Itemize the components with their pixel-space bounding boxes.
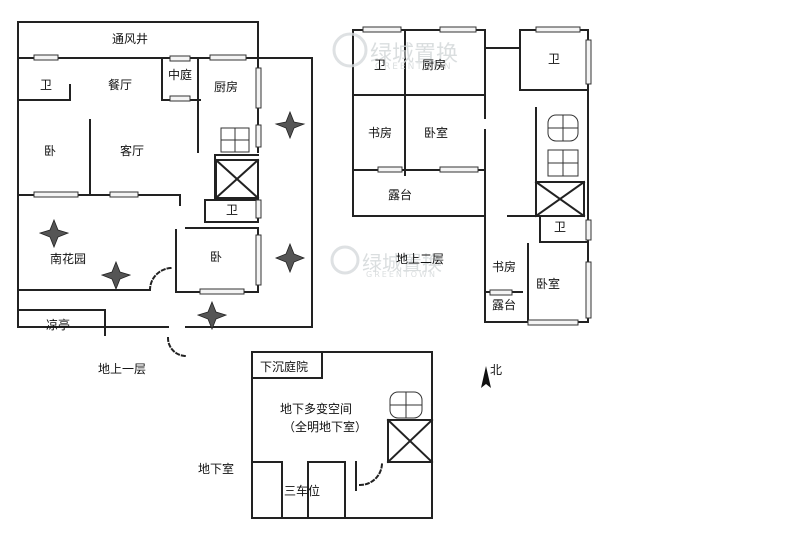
room-bath: 卫 xyxy=(548,52,561,66)
watermark-brand: 绿城置换 xyxy=(370,42,459,67)
room-dining: 餐厅 xyxy=(108,78,133,92)
room-pavilion: 凉亭 xyxy=(46,318,71,332)
room-flex-space: 地下多变空间 xyxy=(280,402,353,416)
floor1-caption: 地上一层 xyxy=(98,362,147,376)
watermark-brand: 绿城置换 xyxy=(362,251,442,275)
basement-walls xyxy=(251,351,434,519)
floor1-walls xyxy=(17,21,313,336)
room-bedroom: 卧室 xyxy=(424,126,449,140)
room-bath: 卫 xyxy=(40,78,53,92)
room-study: 书房 xyxy=(492,260,517,274)
plant-icon xyxy=(38,110,306,331)
floor2-caption: 地上二层 xyxy=(396,252,445,266)
room-sunken-court: 下沉庭院 xyxy=(260,360,309,374)
room-terrace: 露台 xyxy=(492,298,517,312)
room-bedroom: 卧 xyxy=(44,144,57,158)
room-flex-space-note: （全明地下室） xyxy=(283,420,368,434)
room-kitchen: 厨房 xyxy=(214,80,239,94)
room-bedroom: 卧室 xyxy=(536,277,561,291)
room-bedroom: 卧 xyxy=(210,250,223,264)
room-bath: 卫 xyxy=(374,58,387,72)
room-south-garden: 南花园 xyxy=(50,252,87,266)
room-study: 书房 xyxy=(368,126,393,140)
stairs-icon xyxy=(220,114,579,419)
north-arrow-icon xyxy=(481,366,491,388)
watermark-logo xyxy=(330,32,368,275)
compass-label: 北 xyxy=(490,363,503,377)
room-ventilation-shaft: 通风井 xyxy=(112,32,149,46)
room-bath: 卫 xyxy=(226,203,239,217)
room-kitchen: 厨房 xyxy=(422,58,447,72)
watermark-brand-en: GREENTOWN xyxy=(375,62,453,72)
room-parking: 三车位 xyxy=(284,484,321,498)
room-terrace: 露台 xyxy=(388,188,413,202)
room-living: 客厅 xyxy=(120,144,145,158)
watermark-brand-en: GREENTOWN xyxy=(366,270,437,279)
floor2-walls xyxy=(352,29,589,323)
basement-caption: 地下室 xyxy=(198,462,235,476)
room-bath: 卫 xyxy=(554,220,567,234)
room-courtyard: 中庭 xyxy=(168,68,193,82)
